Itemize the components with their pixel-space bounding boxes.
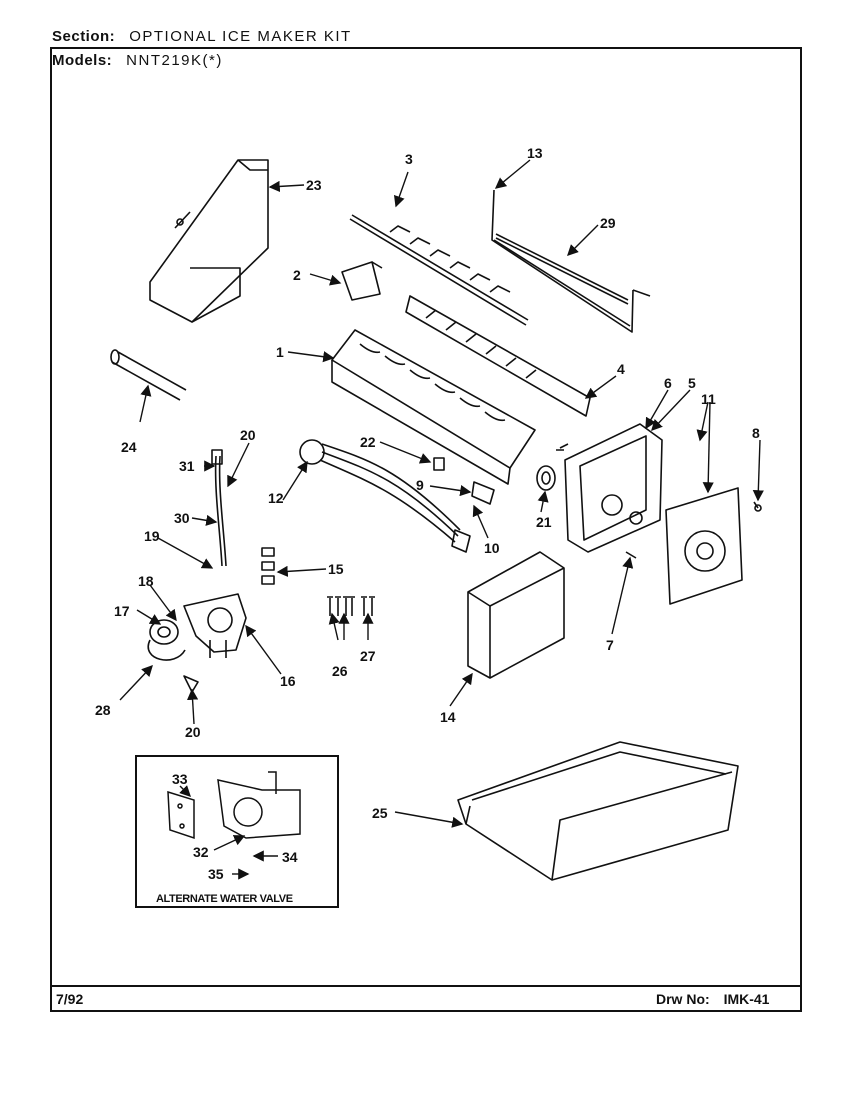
callout-5: 5 [688,375,696,391]
callout-9: 9 [416,477,424,493]
callout-30: 30 [174,510,190,526]
callout-34: 34 [282,849,298,865]
part-21-gear [536,465,556,491]
drawing-number: IMK-41 [723,991,770,1007]
part-12-harness [299,439,471,553]
callout-22: 22 [360,434,376,450]
part-30-fill-tube [211,449,227,567]
part-23-cover [149,159,269,323]
callout-33: 33 [172,771,188,787]
part-13-shutoff-arm [491,189,651,333]
drawing-frame [50,47,802,1012]
part-26-27-screws [327,596,375,616]
callout-12: 12 [268,490,284,506]
callout-6: 6 [664,375,672,391]
callout-35: 35 [208,866,224,882]
models-heading: Models: NNT219K(*) [52,52,223,69]
callout-24: 24 [121,439,137,455]
part-4-stripper [405,295,591,417]
models-value: NNT219K(*) [126,52,223,69]
callout-11: 11 [701,391,716,407]
part-14-cover [467,551,565,679]
callout-25: 25 [372,805,388,821]
callout-14: 14 [440,709,456,725]
part-1-mold [331,329,536,485]
callout-10: 10 [484,540,500,556]
callout-20-upper: 20 [240,427,256,443]
footer-date: 7/92 [56,991,84,1007]
drawing-label: Drw No: [656,991,710,1007]
callout-23: 23 [306,177,322,193]
callout-2: 2 [293,267,301,283]
callout-18: 18 [138,573,154,589]
inset-caption: ALTERNATE WATER VALVE [156,893,293,905]
part-29-rod [495,233,629,305]
callout-31: 31 [179,458,195,474]
part-6-screw [556,443,569,451]
callout-15: 15 [328,561,344,577]
part-17-18-connector [147,619,186,661]
callout-8: 8 [752,425,760,441]
models-label: Models: [52,52,113,69]
callout-21: 21 [536,514,552,530]
part-11-motor [665,487,743,605]
callout-32: 32 [193,844,209,860]
callout-19: 19 [144,528,160,544]
part-8-head [754,504,762,512]
part-15-fittings [261,547,275,585]
callout-20-lower: 20 [185,724,201,740]
callout-4: 4 [617,361,625,377]
part-9 [471,481,495,505]
callout-29: 29 [600,215,616,231]
part-16-water-valve [183,593,247,658]
callout-3: 3 [405,151,413,167]
callout-28: 28 [95,702,111,718]
part-22 [433,457,445,471]
callout-13: 13 [527,145,543,161]
footer-drawing-number: Drw No: IMK-41 [656,991,769,1007]
part-25-ice-bin [457,741,739,881]
inset-alternate-valve: ALTERNATE WATER VALVE [135,755,339,908]
section-title: OPTIONAL ICE MAKER KIT [129,28,352,45]
section-heading: Section: OPTIONAL ICE MAKER KIT [52,28,352,45]
callout-1: 1 [276,344,284,360]
part-2-bracket [341,261,383,301]
callout-16: 16 [280,673,296,689]
part-24-tube [110,349,187,401]
part-3-ejector [349,214,529,326]
callout-17: 17 [114,603,130,619]
callout-26: 26 [332,663,348,679]
callout-7: 7 [606,637,614,653]
callout-27: 27 [360,648,376,664]
part-5-housing [564,423,663,553]
part-7-screw [625,551,637,559]
part-20-clip [183,675,199,693]
section-label: Section: [52,28,116,45]
